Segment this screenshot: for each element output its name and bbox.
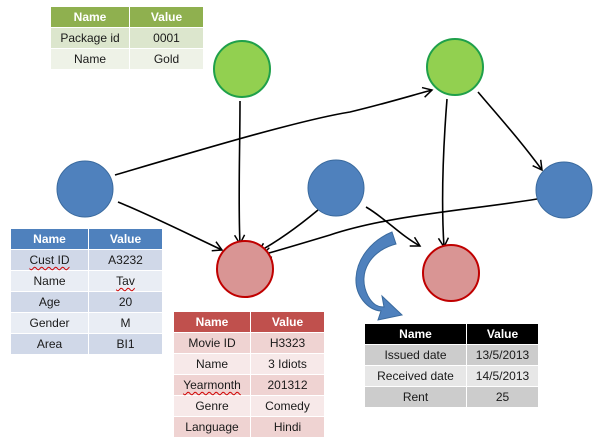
header-name: Name: [173, 311, 251, 333]
cell-name: Movie ID: [173, 332, 251, 354]
node-movie-2: [422, 244, 480, 302]
cell-name: Gender: [10, 312, 89, 334]
edge-customer-2-to-movie-1: [256, 209, 319, 253]
cell-value: 13/5/2013: [466, 344, 539, 366]
node-customer-3: [535, 161, 593, 219]
cell-value: A3232: [88, 249, 163, 271]
node-package-1: [213, 40, 271, 98]
edge-customer-1-to-movie-1: [117, 201, 224, 252]
cell-value: H3323: [250, 332, 325, 354]
cell-name: Area: [10, 333, 89, 355]
curved-arrow-icon: [355, 231, 404, 321]
cell-value: 20: [88, 291, 163, 313]
cell-value: Comedy: [250, 395, 325, 417]
edges-layer: [114, 86, 543, 259]
cell-name: Issued date: [364, 344, 467, 366]
cell-value: Tav: [88, 270, 163, 292]
edge-customer-1-to-package-2: [114, 86, 434, 176]
node-customer-1: [56, 160, 114, 218]
cell-name: Name: [50, 48, 130, 70]
cell-name: Received date: [364, 365, 467, 387]
cell-name: Language: [173, 416, 251, 438]
header-name: Name: [10, 228, 89, 250]
edge-package-2-to-movie-2: [437, 98, 450, 249]
node-package-2: [426, 38, 484, 96]
cell-value: 0001: [129, 27, 204, 49]
edge-customer-3-to-movie-1: [260, 198, 538, 259]
cell-value: Gold: [129, 48, 204, 70]
cell-name: Name: [173, 353, 251, 375]
cell-value: 14/5/2013: [466, 365, 539, 387]
cell-value: BI1: [88, 333, 163, 355]
cell-name: Yearmonth: [173, 374, 251, 396]
cell-value: M: [88, 312, 163, 334]
cell-value: 201312: [250, 374, 325, 396]
cell-value: 3 Idiots: [250, 353, 325, 375]
cell-name: Genre: [173, 395, 251, 417]
cell-name: Name: [10, 270, 89, 292]
cell-value: Hindi: [250, 416, 325, 438]
header-value: Value: [466, 323, 539, 345]
edge-package-1-to-movie-1: [233, 100, 246, 246]
cell-name: Rent: [364, 386, 467, 408]
cell-name: Package id: [50, 27, 130, 49]
edge-package-2-to-customer-3: [477, 91, 543, 172]
cell-value: 25: [466, 386, 539, 408]
header-value: Value: [129, 6, 204, 28]
header-value: Value: [88, 228, 163, 250]
header-value: Value: [250, 311, 325, 333]
nodes-layer: [56, 38, 593, 302]
cell-name: Age: [10, 291, 89, 313]
cell-name: Cust ID: [10, 249, 89, 271]
edge-customer-2-to-movie-2: [365, 206, 422, 247]
header-name: Name: [50, 6, 130, 28]
node-movie-1: [216, 240, 274, 298]
node-customer-2: [307, 159, 365, 217]
header-name: Name: [364, 323, 467, 345]
